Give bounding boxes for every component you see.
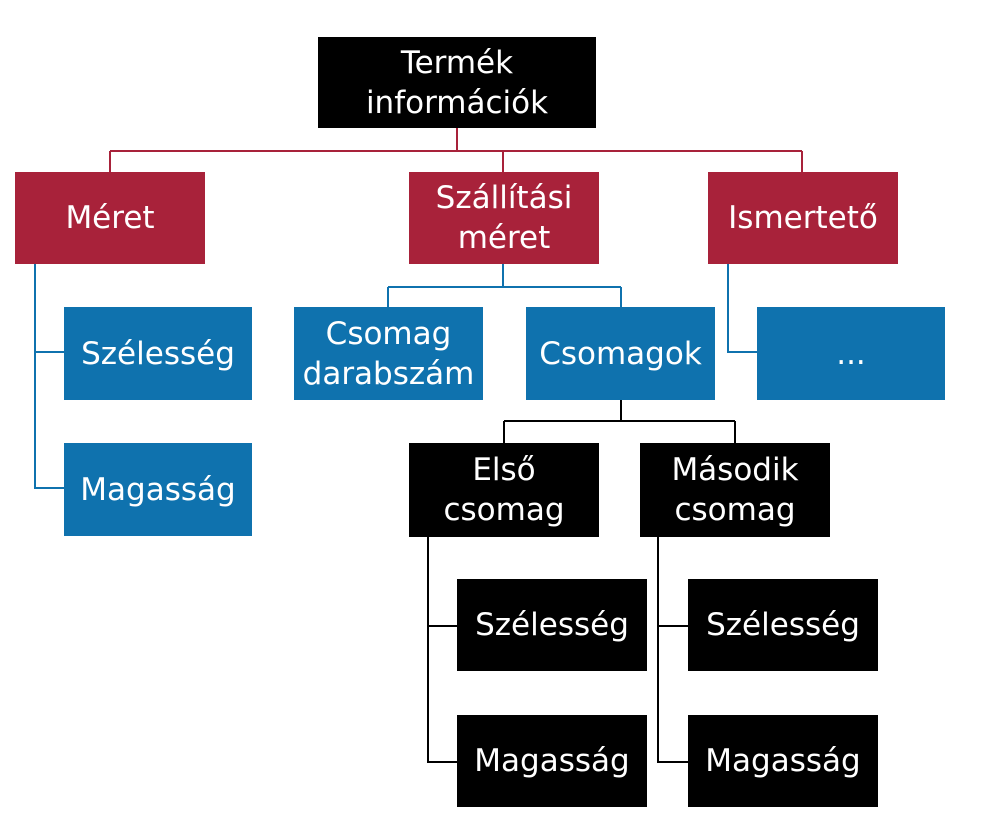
node-elso-magassag: Magasság bbox=[457, 715, 647, 807]
node-label: Csomagok bbox=[539, 335, 702, 372]
node-meret: Méret bbox=[15, 172, 205, 264]
node-label: Szélesség bbox=[81, 335, 235, 372]
node-label-line2: csomag bbox=[674, 492, 796, 528]
connector-meret-children bbox=[34, 264, 64, 489]
node-label: Magasság bbox=[474, 743, 630, 779]
connector-masodik-children bbox=[657, 537, 688, 763]
node-label-line2: darabszám bbox=[302, 355, 475, 392]
node-label: Magasság bbox=[705, 743, 861, 779]
node-label-line1: Csomag bbox=[325, 315, 452, 352]
connector-csomagok-children bbox=[503, 400, 736, 443]
node-ismerteto: Ismertető bbox=[708, 172, 898, 264]
connector-szallitasi-children bbox=[387, 264, 622, 307]
node-szallitasi-meret: Szállítási méret bbox=[409, 172, 599, 264]
node-label-line1: Második bbox=[671, 452, 799, 488]
node-magassag: Magasság bbox=[64, 443, 252, 536]
node-termek-informaciok: Termék információk bbox=[318, 37, 596, 128]
node-masodik-szelesseg: Szélesség bbox=[688, 579, 878, 671]
node-label: Ismertető bbox=[728, 200, 878, 236]
node-label-line1: Első bbox=[472, 452, 536, 488]
node-label-line1: Termék bbox=[400, 44, 514, 81]
node-label: Magasság bbox=[80, 471, 236, 508]
node-label-line1: Szállítási bbox=[435, 180, 573, 216]
node-label: Szélesség bbox=[706, 607, 860, 643]
node-label: ... bbox=[836, 335, 866, 372]
node-label: Méret bbox=[65, 200, 155, 236]
node-label-line2: csomag bbox=[443, 492, 565, 528]
node-csomagok: Csomagok bbox=[526, 307, 715, 400]
node-label-line2: információk bbox=[365, 84, 549, 121]
node-ellipsis: ... bbox=[757, 307, 945, 400]
node-csomag-darabszam: Csomag darabszám bbox=[294, 307, 483, 400]
node-masodik-csomag: Második csomag bbox=[640, 443, 830, 537]
connector-ismerteto-children bbox=[727, 264, 757, 353]
connector-elso-children bbox=[427, 537, 457, 763]
node-elso-csomag: Első csomag bbox=[409, 443, 599, 537]
node-label-line2: méret bbox=[457, 220, 551, 256]
node-szelesseg: Szélesség bbox=[64, 307, 252, 400]
node-masodik-magassag: Magasság bbox=[688, 715, 878, 807]
node-elso-szelesseg: Szélesség bbox=[457, 579, 647, 671]
node-label: Szélesség bbox=[475, 607, 629, 643]
